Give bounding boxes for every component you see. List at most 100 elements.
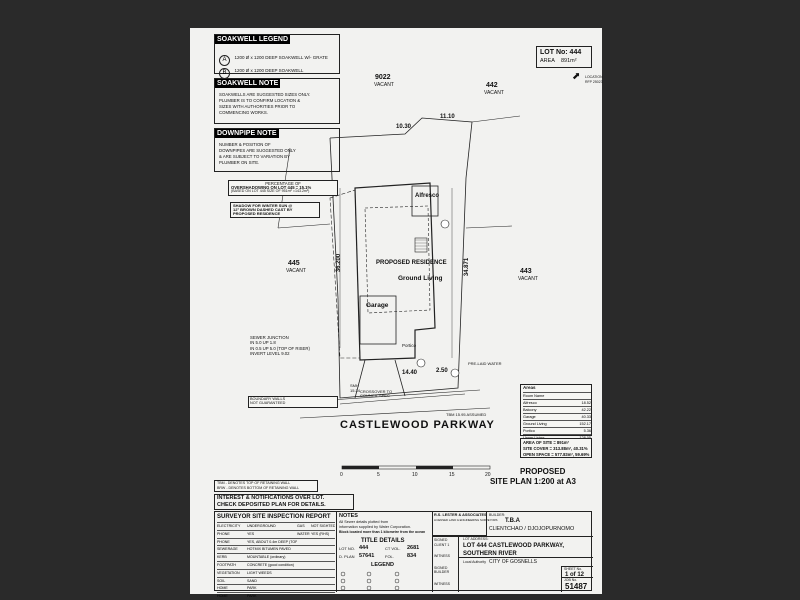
survey-cell-label bbox=[297, 562, 311, 569]
areas-cell-name: Garage bbox=[523, 415, 536, 419]
title-fol-value: 834 bbox=[407, 553, 417, 559]
crossover-line-1: CROSSOVER TO bbox=[360, 389, 393, 394]
sewer-line-2: IN 5.0 UP 1.8 bbox=[250, 340, 276, 346]
north-icon: ⬈ bbox=[572, 71, 581, 82]
scale-tick-10: 10 bbox=[412, 472, 418, 478]
sheet-label: SHEET No. bbox=[564, 567, 583, 571]
shadow-note-line-3: PROPOSED RESIDENCE bbox=[233, 211, 281, 216]
survey-cell-value: NOT SIGHTED bbox=[311, 524, 335, 528]
boundary-note-line-1: BOUNDARY WALLS bbox=[250, 397, 286, 401]
survey-cell-value bbox=[311, 585, 335, 592]
witness-2-label: WITNESS bbox=[434, 582, 450, 586]
smh-value: 15.34 bbox=[350, 388, 361, 393]
soakwell-note-line-4: COMMENCING WORKS. bbox=[219, 110, 268, 115]
survey-cell-value: YES bbox=[247, 531, 255, 536]
downpipe-note-line-4: PLUMBER ON SITE. bbox=[219, 160, 260, 165]
soakwell-a-symbol bbox=[440, 219, 450, 229]
survey-cell-label: WATER bbox=[297, 531, 310, 536]
areas-cell-value: 152.17 bbox=[579, 422, 591, 426]
survey-cell-value bbox=[311, 539, 335, 546]
survey-cell-value bbox=[311, 546, 335, 553]
title-fol-label: FOL. bbox=[385, 554, 394, 559]
lot-9022-label: 9022 bbox=[375, 74, 391, 81]
location-label: LOCATION bbox=[585, 75, 603, 79]
survey-cell-value bbox=[311, 578, 335, 585]
lot-445-label: 445 bbox=[288, 260, 300, 267]
survey-cell-label: FOOTPATH bbox=[217, 562, 237, 567]
builder-value: T.B.A bbox=[505, 518, 520, 524]
notes-line-1: All Sewer details plotted from bbox=[339, 520, 389, 524]
title-vol-value: 2681 bbox=[407, 545, 420, 551]
survey-cell-value: PARK bbox=[247, 586, 257, 591]
notes-line-3: Block located more than 1 kilometre from… bbox=[339, 530, 426, 534]
interest-note-line-2: CHECK DEPOSITED PLAN FOR DETAILS. bbox=[217, 502, 326, 508]
survey-cell-label bbox=[297, 570, 311, 577]
alfresco-label: Alfresco bbox=[415, 193, 440, 199]
soakwell-legend-title: SOAKWELL LEGEND bbox=[215, 35, 291, 44]
proposed-residence-label: PROPOSED RESIDENCE bbox=[376, 260, 447, 266]
survey-cell-value: PARK bbox=[247, 594, 257, 599]
job-box: JOB No. 51487 bbox=[561, 578, 593, 592]
survey-cell-label: GAS bbox=[297, 524, 305, 528]
street-name: CASTLEWOOD PARKWAY bbox=[340, 419, 495, 431]
dimension-bottom: 14.40 bbox=[402, 370, 418, 376]
overshadowing-line-2: OVERSHADOWING ON LOT 445 = 15.1% bbox=[231, 185, 312, 191]
services-legend-symbols bbox=[340, 571, 400, 590]
downpipe-note-line-3: & ARE SUBJECT TO VARIATION BY bbox=[219, 154, 290, 159]
survey-cell-label: PHONE bbox=[217, 531, 230, 536]
title-details: NOTES All Sewer details plotted from inf… bbox=[337, 512, 433, 592]
title-dp-value: 57641 bbox=[359, 553, 375, 559]
soakwell-note-line-3: SIZES WITH AUTHORITIES PRIOR TO bbox=[219, 104, 296, 109]
garage-outline bbox=[359, 295, 397, 345]
garage-label: Garage bbox=[366, 302, 389, 309]
survey-cell-label: KERB bbox=[217, 555, 227, 560]
lot-442-label: 442 bbox=[486, 82, 498, 89]
soakwell-b-symbol bbox=[416, 358, 426, 368]
soakwell-note-box: SOAKWELL NOTE SOAKWELLS ARE SUGGESTED SI… bbox=[214, 78, 340, 124]
survey-cell-value: YES, ABOUT 0.4m DEEP (TOP OF RISER) bbox=[247, 539, 297, 544]
dimension-right: 34.871 bbox=[464, 257, 471, 277]
downpipe-note-line-1: NUMBER & POSITION OF bbox=[219, 142, 271, 147]
job-value: 51487 bbox=[565, 582, 588, 591]
plan-subtitle: SITE PLAN 1:200 at A3 bbox=[490, 477, 576, 486]
plan-title: PROPOSED bbox=[520, 467, 566, 476]
sheet-box: SHEET No. 1 of 12 bbox=[561, 566, 593, 578]
survey-cell-label: HOME bbox=[217, 594, 228, 599]
downpipe-note-line-2: DOWNPIPES ARE SUGGESTED ONLY bbox=[219, 148, 296, 153]
portico-label: Portico bbox=[402, 343, 417, 348]
boundary-note: BOUNDARY WALLS NOT GUARANTEED bbox=[248, 396, 338, 408]
lot-442-sub: VACANT bbox=[484, 90, 504, 96]
tbm-note-box: TBM - DENOTES TOP OF RETAINING WALL BRW … bbox=[214, 480, 318, 492]
firm-name: R.S. LESTER & ASSOCIATES bbox=[434, 513, 487, 517]
notes-line-2: information supplied by Water Corporatio… bbox=[339, 525, 412, 529]
firm-block: R.S. LESTER & ASSOCIATES LICENSED LAND &… bbox=[433, 512, 498, 536]
overshadowing-line-3: (BASED ON LOT 445 SIZE OF 951m² =143.2m²… bbox=[231, 189, 310, 194]
title-dp-label: D. PLAN bbox=[339, 554, 355, 559]
ground-living-label: Ground Living bbox=[398, 275, 443, 282]
survey-title: SURVEYOR SITE INSPECTION REPORT bbox=[217, 514, 331, 520]
scale-tick-20: 20 bbox=[485, 472, 491, 478]
areas-cell-name: Ground Living bbox=[523, 422, 547, 426]
tbm-label: TBM 15.95 ASSUMED bbox=[446, 412, 487, 417]
survey-cell-label: VEGETATION bbox=[217, 570, 240, 575]
street-line-top bbox=[329, 389, 481, 401]
title-lot-label: LOT NO. bbox=[339, 546, 355, 551]
survey-cell-label: SOIL bbox=[217, 578, 226, 583]
alfresco-outline bbox=[411, 185, 439, 217]
crossover-line-2: COUNCIL SPEC bbox=[360, 393, 390, 398]
authority-label: Local Authority bbox=[463, 560, 486, 564]
site-coverage-box: AREA OF SITE = 891m² SITE COVER = 313.88… bbox=[520, 438, 592, 458]
areas-cell-value: 5.36 bbox=[583, 429, 591, 433]
legend-item-a-text: 1200 Ø x 1200 DEEP SOAKWELL W/- GRATE bbox=[234, 55, 328, 60]
